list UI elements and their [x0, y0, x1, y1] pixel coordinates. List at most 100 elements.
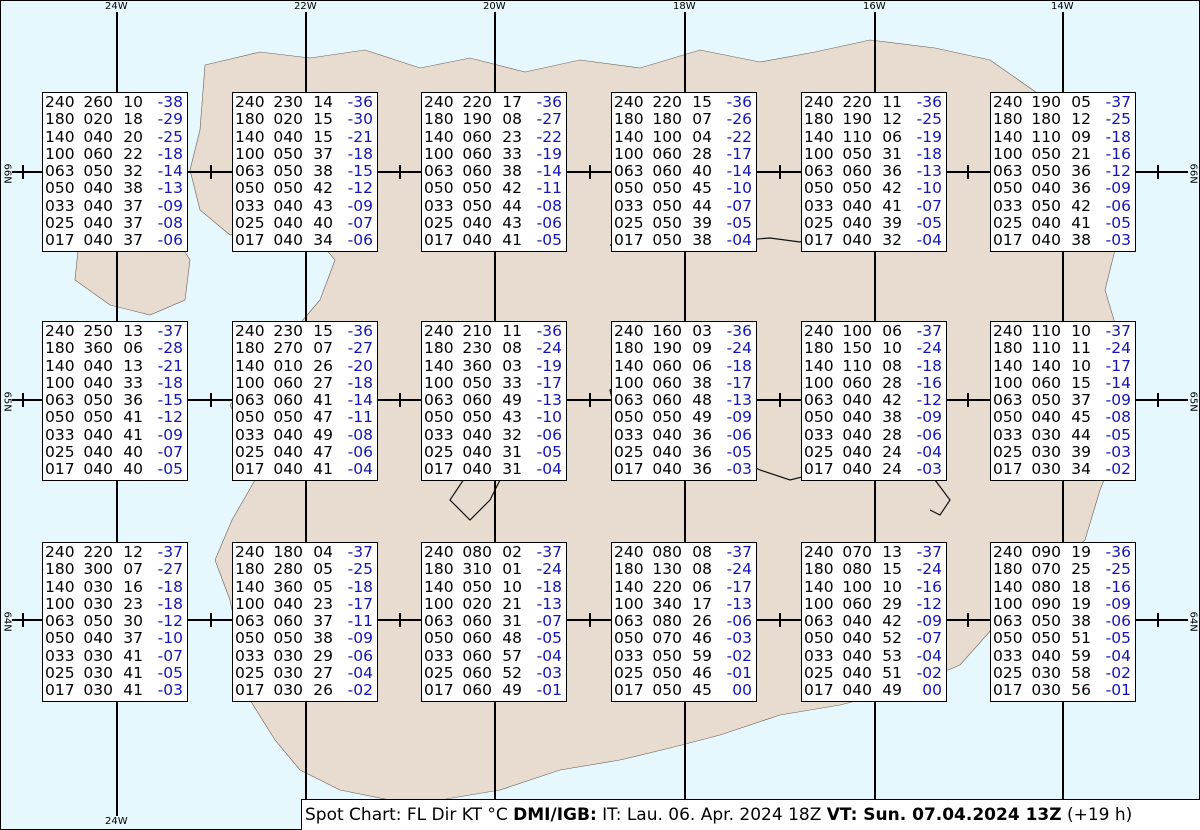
wind-speed: 23 — [123, 594, 143, 613]
flight-level: 180 — [235, 110, 265, 129]
wind-direction: 050 — [652, 408, 682, 427]
wind-speed: 08 — [502, 339, 522, 358]
wind-speed: 49 — [882, 681, 902, 700]
wind-speed: 31 — [882, 144, 902, 163]
wind-direction: 070 — [842, 543, 872, 561]
wind-speed: 15 — [313, 110, 333, 129]
wind-direction: 020 — [273, 110, 303, 129]
temperature: -18 — [157, 373, 183, 392]
wind-speed: 37 — [123, 629, 143, 648]
wind-speed: 04 — [313, 543, 333, 561]
footer-offset: (+19 h) — [1061, 805, 1133, 825]
wind-speed: 29 — [313, 646, 333, 665]
wind-speed: 48 — [692, 391, 712, 410]
wind-speed: 40 — [123, 443, 143, 462]
wind-speed: 42 — [882, 391, 902, 410]
wind-direction: 030 — [1031, 460, 1061, 479]
temperature: -08 — [1105, 408, 1131, 427]
temperature: -17 — [726, 373, 752, 392]
wind-direction: 040 — [83, 443, 113, 462]
temperature: -05 — [1105, 214, 1131, 233]
wind-direction: 190 — [842, 110, 872, 129]
temperature: -18 — [536, 577, 562, 596]
flight-level: 100 — [45, 144, 75, 163]
temperature: -22 — [726, 127, 752, 146]
wind-direction: 220 — [83, 543, 113, 561]
flight-level: 017 — [424, 681, 454, 700]
flight-level: 140 — [993, 356, 1023, 375]
flight-level: 050 — [424, 408, 454, 427]
flight-level: 100 — [235, 594, 265, 613]
wind-speed: 08 — [502, 110, 522, 129]
flight-level: 017 — [235, 681, 265, 700]
temperature: -37 — [726, 543, 752, 561]
flight-level: 050 — [614, 629, 644, 648]
wind-direction: 020 — [83, 110, 113, 129]
wind-speed: 56 — [1071, 681, 1091, 700]
flight-level: 050 — [45, 629, 75, 648]
temperature: -17 — [726, 577, 752, 596]
flight-level: 240 — [45, 322, 75, 340]
wind-direction: 050 — [1031, 612, 1061, 631]
wind-speed: 13 — [123, 356, 143, 375]
temperature: -03 — [916, 460, 942, 479]
temperature: -13 — [726, 391, 752, 410]
flight-level: 050 — [993, 179, 1023, 198]
flight-level: 050 — [235, 629, 265, 648]
flight-level: 025 — [993, 443, 1023, 462]
wind-speed: 39 — [1071, 443, 1091, 462]
wind-speed: 08 — [882, 356, 902, 375]
wind-direction: 190 — [1031, 93, 1061, 111]
wind-speed: 17 — [692, 594, 712, 613]
temperature: -14 — [157, 162, 183, 181]
wind-speed: 10 — [1071, 322, 1091, 340]
flight-level: 063 — [614, 391, 644, 410]
wind-speed: 37 — [123, 231, 143, 250]
temperature: -07 — [536, 612, 562, 631]
wind-speed: 49 — [692, 408, 712, 427]
wind-speed: 38 — [502, 162, 522, 181]
flight-level: 180 — [45, 560, 75, 579]
flight-level: 100 — [235, 373, 265, 392]
wind-speed: 38 — [313, 162, 333, 181]
wind-speed: 02 — [502, 543, 522, 561]
temperature: -05 — [1105, 629, 1131, 648]
wind-direction: 040 — [842, 214, 872, 233]
wind-speed: 40 — [313, 214, 333, 233]
flight-level: 017 — [804, 681, 834, 700]
wind-direction: 100 — [842, 577, 872, 596]
wind-speed: 36 — [692, 443, 712, 462]
wind-speed: 44 — [502, 196, 522, 215]
wind-direction: 360 — [273, 577, 303, 596]
wind-direction: 180 — [273, 543, 303, 561]
wind-direction: 040 — [273, 594, 303, 613]
flight-level: 180 — [45, 110, 75, 129]
wind-speed: 07 — [692, 110, 712, 129]
temperature: -36 — [1105, 543, 1131, 561]
wind-speed: 49 — [313, 425, 333, 444]
wind-direction: 050 — [83, 408, 113, 427]
